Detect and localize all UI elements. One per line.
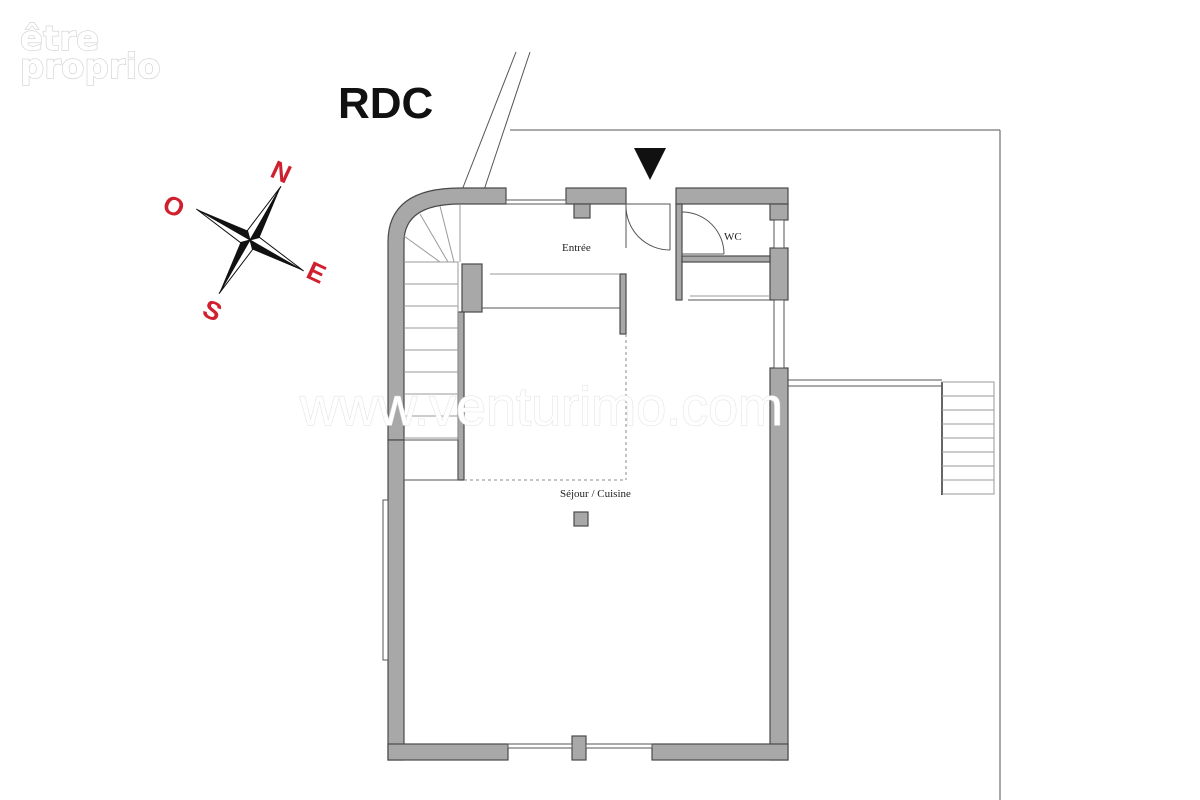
exterior-walls [387, 187, 789, 761]
compass-star-icon [196, 186, 304, 294]
watermark-text: www.venturimo.com [299, 377, 783, 437]
compass-east-label: E [302, 255, 330, 290]
compass-south-label: S [198, 293, 226, 328]
room-label-sejour-cuisine: Séjour / Cuisine [560, 488, 631, 500]
floor-title: RDC [338, 79, 433, 128]
brand-line-2: proprio [20, 47, 161, 87]
room-label-entree: Entrée [562, 242, 591, 254]
wc-door [681, 211, 725, 255]
exterior-stairs [788, 379, 995, 495]
kitchen-zone [464, 273, 770, 481]
compass-north-label: N [266, 154, 296, 189]
room-label-wc: WC [724, 231, 742, 243]
site-boundary [461, 51, 1001, 800]
brand-line-1: être [20, 19, 99, 59]
windows [382, 199, 785, 749]
entrance-arrow-icon [634, 148, 666, 180]
compass-rose: N E S O [158, 154, 330, 328]
pillar [573, 511, 589, 527]
entrance-door [625, 203, 671, 251]
interior-walls [457, 203, 771, 481]
interior-staircase [403, 204, 461, 481]
compass-west-label: O [158, 188, 189, 224]
